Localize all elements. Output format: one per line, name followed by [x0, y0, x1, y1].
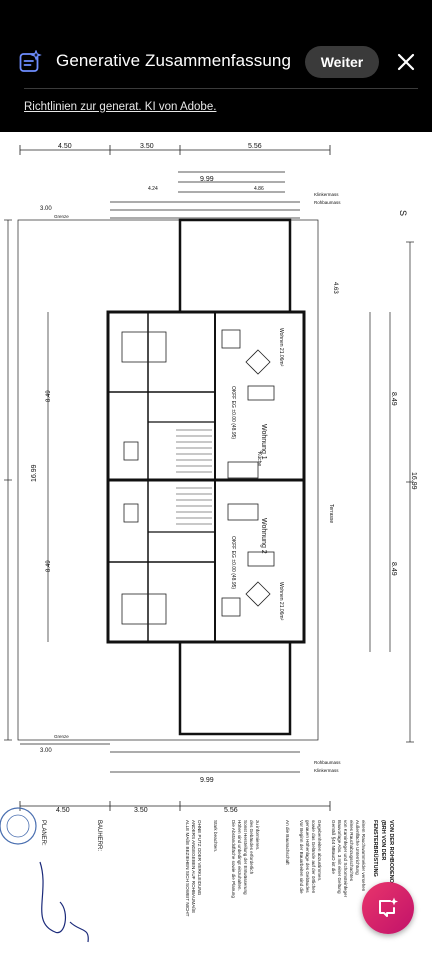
- svg-text:VON DER ROHBODENOBERKANTE: VON DER ROHBODENOBERKANTE: [388, 820, 394, 914]
- bottom-dim-3: 4.50: [56, 807, 70, 814]
- svg-text:OHNE PUTZ ODER VERKLEIDUNG: OHNE PUTZ ODER VERKLEIDUNG: [197, 820, 202, 896]
- left-dim-3: 8.49: [46, 560, 52, 572]
- svg-text:des Gebäudes erforderlich: des Gebäudes erforderlich: [249, 820, 254, 875]
- room-label-terrasse: Terrasse: [328, 504, 334, 523]
- bottom-dim-2: 9.99: [200, 777, 214, 784]
- grenze-bottom: Grenze: [54, 734, 69, 739]
- left-dim-1: 8.49: [46, 390, 52, 402]
- left-dimension-chain: [4, 219, 49, 741]
- svg-text:Höhen sind unbedingt einzuhalt: Höhen sind unbedingt einzuhalten.: [237, 820, 242, 891]
- right-dim-4: 8.49: [390, 562, 397, 576]
- lot-boundary: [17, 219, 319, 741]
- rohbaumass-top: Rohbaumass: [314, 200, 341, 205]
- right-dim-1: 4.63: [332, 282, 338, 294]
- room-label-wohnen-1: Wohnen 21.06m²: [278, 328, 284, 367]
- ai-assistant-button[interactable]: [362, 882, 414, 934]
- svg-text:Außenfläche Unterrichtung: Außenfläche Unterrichtung: [355, 820, 360, 875]
- stairwell: [176, 429, 212, 525]
- room-label-wohnung-2: Wohnung 2: [260, 518, 267, 554]
- top-dim-2: 3.50: [140, 143, 154, 150]
- bauherr-label: BAUHERR:: [96, 820, 102, 851]
- svg-text:Sonst Herstellung der Entwässe: Sonst Herstellung der Entwässerung: [243, 820, 248, 895]
- room-label-wohnen-2: Wohnen 21.06m²: [278, 582, 284, 621]
- left-top-dim: 3.00: [40, 206, 52, 212]
- right-dim-3: 16.99: [410, 472, 417, 490]
- planer-label: PLANER:: [40, 820, 46, 846]
- rohbaumass-bottom: Rohbaumass: [314, 760, 341, 765]
- svg-text:ANDERS ANGEGEBEN AUF ROHBAUMAß: ANDERS ANGEGEBEN AUF ROHBAUMAßE: [191, 820, 196, 913]
- left-dim-2: 16.99: [31, 464, 38, 482]
- right-dim-2: 8.49: [390, 392, 397, 406]
- bottom-dim-1: 3.00: [40, 748, 52, 754]
- top-dim-1: 4.50: [58, 143, 72, 150]
- svg-text:einem Rauchwarnmelder versehen: einem Rauchwarnmelder versehen: [361, 820, 366, 892]
- level-label-1: OKFF EG ±0.00 (48.95): [230, 386, 236, 439]
- svg-text:Gemäß §44 NBauO ist die: Gemäß §44 NBauO ist die: [331, 820, 336, 874]
- close-icon[interactable]: [395, 51, 417, 73]
- notes-block: ALLE MAßE BEZIEHEN SICH SOWEIT NICHT AND…: [185, 820, 394, 917]
- svg-text:Gegebenheiten abzustimmen.: Gegebenheiten abzustimmen.: [317, 820, 322, 881]
- svg-text:Bauvorlage Abs. 3 mit einer Ge: Bauvorlage Abs. 3 mit einer Geltung: [337, 820, 342, 894]
- svg-text:zu informieren.: zu informieren.: [255, 820, 260, 850]
- svg-text:sowie das Gelände auf der örtl: sowie das Gelände auf der örtlichen: [311, 820, 316, 894]
- signature: [39, 861, 89, 943]
- building-outer-walls: [106, 218, 306, 736]
- svg-text:Vor Beginn der Bauarbeiten sin: Vor Beginn der Bauarbeiten sind die: [299, 820, 304, 894]
- top-bar: Generative Zusammenfassung Weiter Richtl…: [0, 0, 432, 132]
- klinkermass-bottom: Klinkermass: [314, 768, 339, 773]
- ai-sparkle-document-icon: [19, 50, 42, 72]
- svg-text:eines Rauchabzugsschachtes: eines Rauchabzugsschachtes: [349, 820, 354, 882]
- svg-text:von Kaminfeger und Schornstein: von Kaminfeger und Schornsteinfeger: [343, 820, 348, 898]
- svg-text:(BRH VON DER: (BRH VON DER: [380, 820, 386, 860]
- architect-stamp: [0, 807, 37, 845]
- bottom-dimension-chain: [19, 743, 331, 811]
- svg-text:Stark beachten.: Stark beachten.: [213, 820, 218, 852]
- ai-guidelines-link[interactable]: Richtlinien zur generat. KI von Adobe.: [24, 101, 217, 113]
- next-button[interactable]: Weiter: [305, 46, 379, 78]
- level-label-2: OKFF EG ±0.00 (48.95): [230, 536, 236, 589]
- top-dimension-chain: [19, 145, 331, 219]
- page-title: Generative Zusammenfassung: [56, 51, 292, 70]
- sub-dim-3: 4.86: [254, 186, 264, 192]
- furniture: [121, 329, 275, 625]
- svg-text:FENSTERBRÜSTUNG: FENSTERBRÜSTUNG: [372, 820, 379, 877]
- architect-stamp-inner: [6, 814, 30, 838]
- right-dimension-chain: [369, 241, 414, 743]
- svg-text:ALLE MAßE BEZIEHEN SICH SOWEIT: ALLE MAßE BEZIEHEN SICH SOWEIT NICHT: [185, 820, 190, 917]
- grenze-top: Grenze: [54, 214, 69, 219]
- top-dim-3: 5.56: [248, 143, 262, 150]
- svg-text:genauen Höhenlage des Gebäudes: genauen Höhenlage des Gebäudes: [305, 820, 310, 893]
- svg-text:Die Abstandsfläche sowie die P: Die Abstandsfläche sowie die Planung: [231, 820, 236, 898]
- klinkermass-top: Klinkermass: [314, 192, 339, 197]
- floor-plan-drawing: 4.50 3.50 5.56 9.99 4.24 4.86 Rohbaumass…: [0, 143, 417, 943]
- room-label-wohnung-1: Wohnung 1: [260, 424, 267, 460]
- document-viewer[interactable]: 4.50 3.50 5.56 9.99 4.24 4.86 Rohbaumass…: [0, 132, 432, 960]
- room-label-kueche: Küche: [256, 452, 262, 466]
- north-arrow: S: [398, 210, 408, 216]
- header-divider: [24, 88, 418, 89]
- sub-dim-1: 9.99: [200, 176, 214, 183]
- sub-dim-2: 4.24: [148, 186, 158, 192]
- ai-assistant-icon: [379, 897, 398, 917]
- svg-text:An die Baunachschaft: An die Baunachschaft: [285, 820, 290, 865]
- bottom-dim-4: 3.50: [134, 807, 148, 814]
- bottom-dim-5: 5.56: [224, 807, 238, 814]
